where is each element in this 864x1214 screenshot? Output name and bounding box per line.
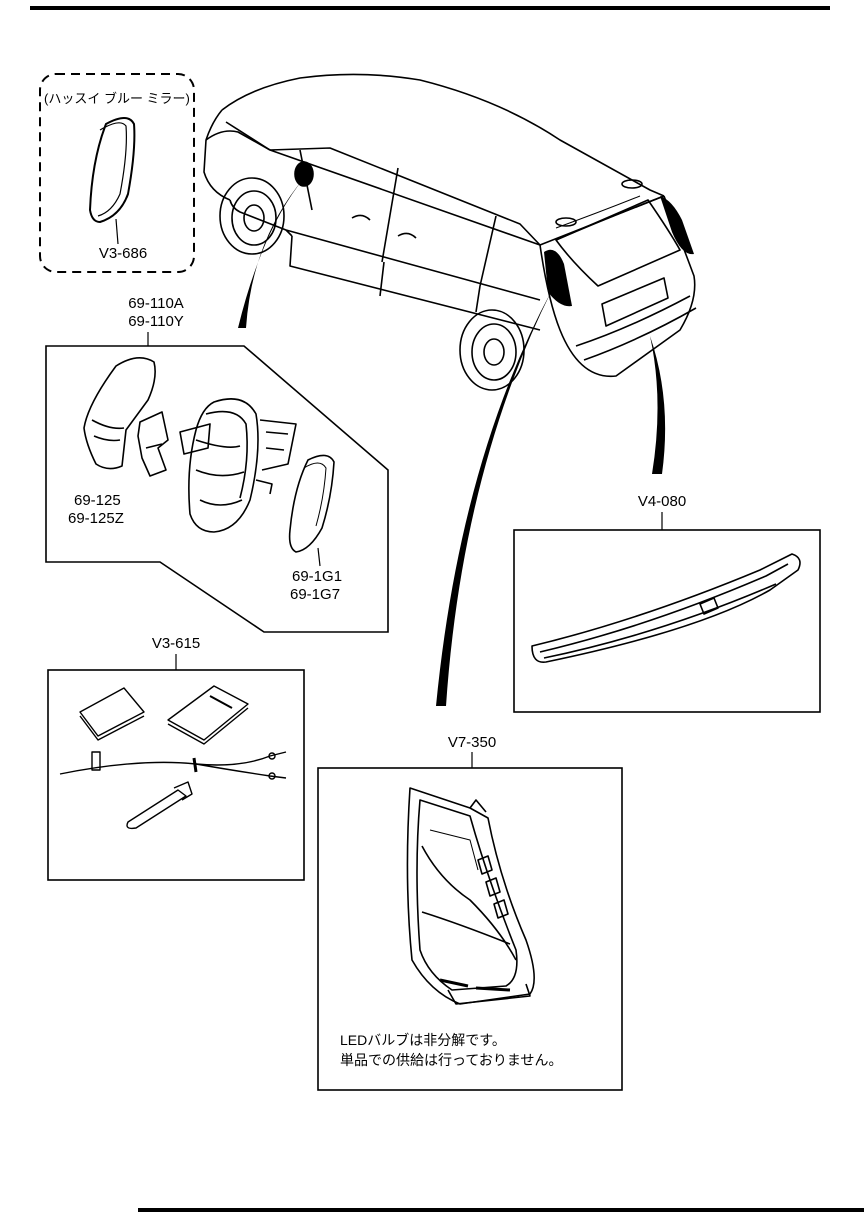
mirror-assembly-label-1: 69-110A	[128, 295, 184, 312]
lamp-box	[317, 767, 623, 1091]
rear-lamp-right-icon	[660, 196, 694, 255]
top-border	[30, 6, 830, 10]
rear-lamp-left-icon	[544, 249, 572, 307]
mirror-glass-label-1: 69-1G1	[292, 568, 343, 585]
garnish-box	[513, 529, 821, 713]
mirror-assembly-icon	[83, 357, 335, 567]
leader-garnish	[650, 336, 666, 474]
rear-lamp-label: V7-350	[447, 734, 497, 751]
bottom-border	[138, 1208, 864, 1212]
rear-lamp-icon	[406, 787, 535, 1005]
heated-mirror-note: (ハッスイ ブルー ミラー)	[44, 91, 190, 106]
wiring-kit-icon	[59, 685, 287, 830]
wiring-kit-label: V3-615	[151, 635, 201, 652]
lamp-note-line-2: 単品での供給は行っておりません。	[340, 1052, 563, 1068]
mirror-cover-label-1: 69-125	[74, 492, 121, 509]
heated-mirror-glass-label: V3-686	[98, 245, 148, 262]
mirror-cover-label-2: 69-125Z	[68, 510, 124, 527]
mirror-glass-label-2: 69-1G7	[290, 586, 341, 603]
lamp-note-line-1: LEDバルブは非分解です。	[340, 1032, 506, 1048]
car-illustration	[203, 73, 697, 391]
garnish-icon	[531, 553, 801, 663]
mirror-assembly-box	[45, 345, 389, 633]
leader-lamp	[436, 290, 552, 706]
heated-mirror-dashed-box	[39, 73, 195, 273]
leader-mirror	[238, 178, 304, 328]
heated-mirror-glass-icon	[88, 117, 136, 245]
garnish-label: V4-080	[637, 493, 687, 510]
mirror-assembly-label-2: 69-110Y	[128, 313, 184, 330]
